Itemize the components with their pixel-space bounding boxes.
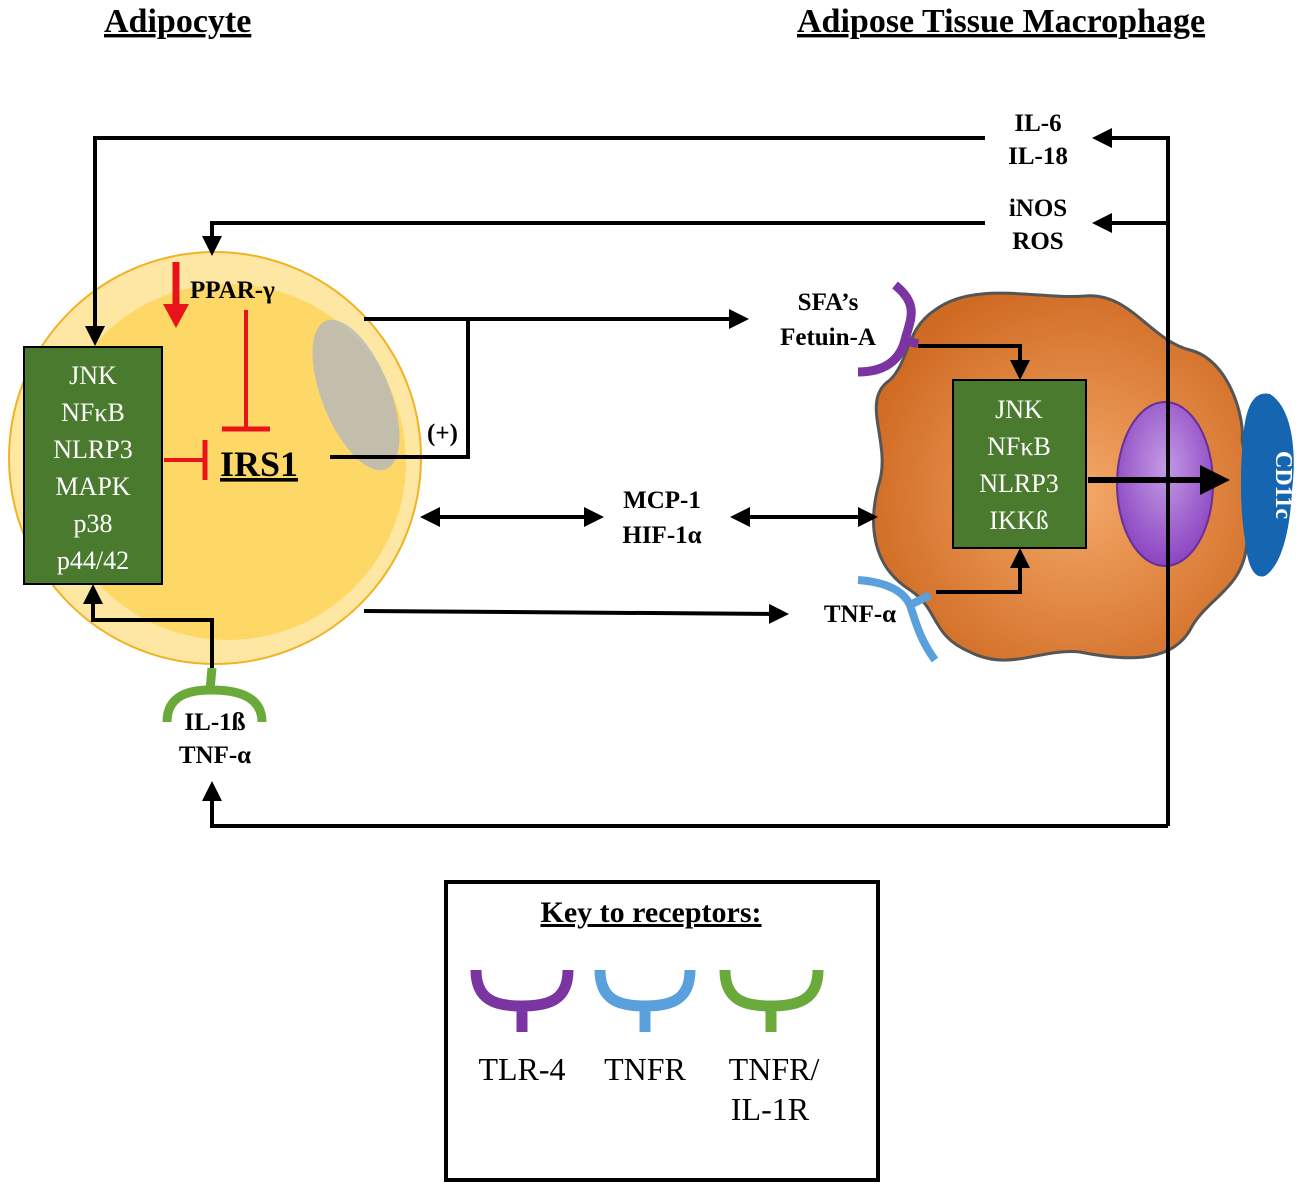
receptor-key: Key to receptors: TLR-4 TNFR TNFR/ IL-1R: [444, 880, 880, 1182]
inhibition-marks: [163, 262, 270, 480]
tnf-mac-label: TNF-α: [824, 601, 896, 628]
cd11c-label: CD11c: [1270, 451, 1296, 519]
il1b-label: IL-1ß: [184, 709, 245, 736]
mac-box-item: IKKß: [989, 506, 1048, 535]
tlr4-receptor: [857, 281, 920, 377]
macrophage-nucleus: [1116, 401, 1214, 567]
tlr4-to-box-arrow: [918, 344, 1030, 380]
key-title: Key to receptors:: [540, 896, 761, 929]
tnf-adi-label: TNF-α: [179, 742, 251, 769]
hif-label: HIF-1α: [622, 522, 701, 549]
adi-box-item: MAPK: [55, 472, 130, 501]
il18-label: IL-18: [1008, 143, 1068, 170]
tnf-out-arrow: [363, 603, 789, 624]
ppar-label: PPAR-γ: [190, 277, 275, 304]
fetuin-label: Fetuin-A: [780, 324, 876, 351]
key-tnfr-icon: [594, 969, 696, 1032]
tnfr-to-box-arrow: [936, 548, 1030, 594]
mac-box-item: JNK: [995, 395, 1043, 424]
mac-box-item: NLRP3: [979, 469, 1058, 498]
adi-box-item: p44/42: [57, 546, 129, 575]
key-il1r-icon: [719, 969, 824, 1032]
feedback-arrows: [85, 128, 1170, 828]
il6-label: IL-6: [1014, 110, 1061, 137]
macrophage-signaling-box: JNK NFκB NLRP3 IKKß: [952, 379, 1087, 549]
adipocyte-signaling-box: JNK NFκB NLRP3 MAPK p38 p44/42: [23, 346, 163, 585]
irs1-label: IRS1: [220, 444, 298, 484]
sfa-label: SFA’s: [798, 289, 859, 316]
irs-feedback-line: [330, 319, 470, 459]
adi-box-item: NLRP3: [53, 435, 132, 464]
key-tnfr-label: TNFR: [604, 1051, 686, 1087]
key-tlr4-icon: [470, 969, 574, 1032]
key-il1r-label-2: IL-1R: [731, 1091, 810, 1127]
adi-box-item: NFκB: [61, 398, 125, 427]
ros-label: ROS: [1012, 228, 1063, 255]
mcp1-label: MCP-1: [623, 487, 701, 514]
key-tlr4-label: TLR-4: [478, 1051, 565, 1087]
macrophage-header: Adipose Tissue Macrophage: [797, 3, 1205, 40]
lipid-droplet: [312, 319, 400, 471]
plus-label: (+): [427, 420, 458, 447]
adi-box-item: JNK: [69, 361, 117, 390]
mac-box-item: NFκB: [987, 432, 1051, 461]
adipocyte-header: Adipocyte: [104, 3, 251, 40]
key-il1r-label-1: TNFR/: [729, 1051, 820, 1087]
tnfr-receptor: [857, 576, 939, 663]
adi-box-item: p38: [74, 509, 113, 538]
il1r-to-box-arrow: [83, 584, 214, 668]
cd11c-receptor: CD11c: [1240, 393, 1296, 577]
il1r-receptor: [162, 667, 267, 723]
inos-label: iNOS: [1009, 195, 1067, 222]
